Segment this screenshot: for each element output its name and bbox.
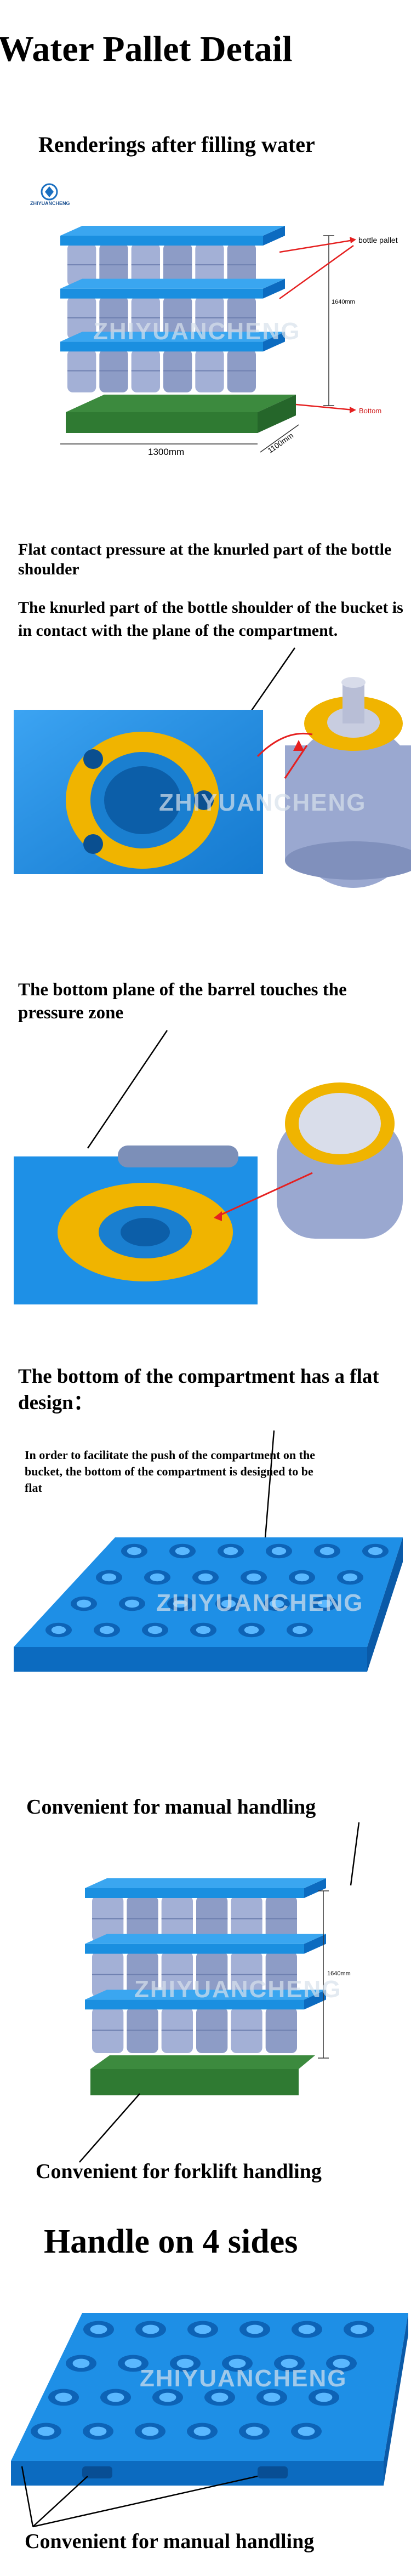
forklift-handling-label: Convenient for forklift handling — [36, 2160, 322, 2183]
stacked-pallet-render — [60, 226, 356, 453]
stack-forklift-render — [79, 1822, 360, 2163]
watermark: ZHIYUANCHENG — [93, 318, 301, 345]
flat-bottom-pallet-render — [14, 1430, 403, 1672]
manual-handling-label-bottom: Convenient for manual handling — [25, 2530, 315, 2553]
section3-heading: The bottom plane of the barrel touches t… — [18, 980, 347, 1023]
label-height-1640: 1640mm — [332, 299, 355, 305]
pressure-zone-render — [14, 1030, 403, 1304]
section4-heading: The bottom of the compartment has a flat… — [18, 1365, 379, 1414]
label-height-1640-b: 1640mm — [327, 1970, 351, 1977]
label-bottle-pallet: bottle pallet — [358, 236, 398, 244]
brand-logo: ZHIYUANCHENG — [30, 180, 70, 207]
label-bottom: Bottom — [359, 407, 382, 415]
section4-description: In order to facilitate the push of the c… — [25, 1448, 315, 1495]
watermark: ZHIYUANCHENG — [159, 789, 367, 816]
watermark: ZHIYUANCHENG — [140, 2365, 347, 2392]
manual-handling-label-top: Convenient for manual handling — [26, 1796, 316, 1819]
four-side-handle-pallet-render — [11, 2313, 408, 2528]
label-length-1300: 1300mm — [148, 447, 185, 457]
section6-heading: Handle on 4 sides — [44, 2223, 298, 2260]
section1-heading: Renderings after filling water — [38, 132, 315, 157]
page-title: Water Pallet Detail — [0, 29, 293, 69]
watermark: ZHIYUANCHENG — [134, 1976, 342, 2003]
section2-description: The knurled part of the bottle shoulder … — [18, 599, 403, 640]
section2-heading: Flat contact pressure at the knurled par… — [18, 540, 392, 578]
logo-text: ZHIYUANCHENG — [30, 201, 70, 206]
shoulder-contact-render — [14, 647, 411, 888]
watermark: ZHIYUANCHENG — [156, 1589, 364, 1616]
